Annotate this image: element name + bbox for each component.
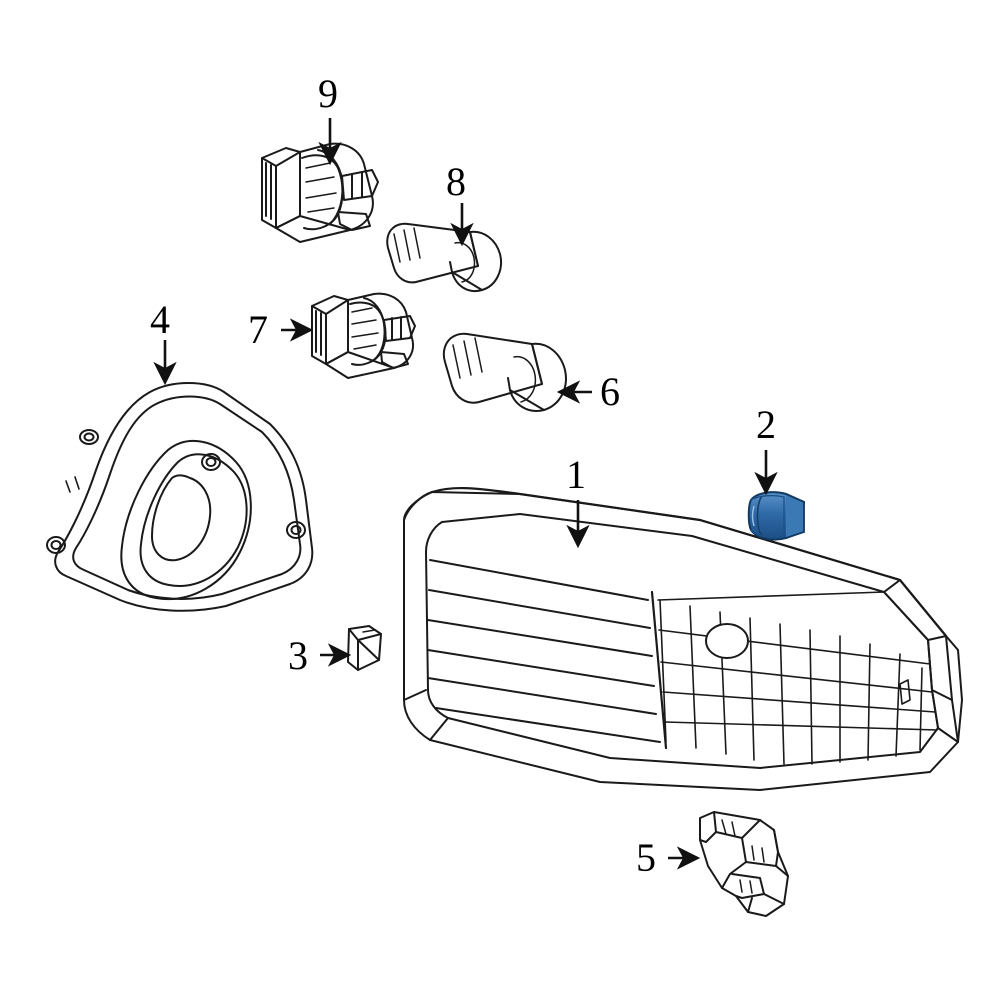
callout-label-6: 6 <box>600 369 620 414</box>
part-socket-connector-double <box>311 292 416 379</box>
part-socket-connector-large <box>261 142 379 243</box>
part-bulb-small <box>386 222 502 292</box>
part-tail-lamp-lens-assembly <box>403 486 963 791</box>
callout-label-9: 9 <box>318 71 338 116</box>
callout-label-8: 8 <box>446 159 466 204</box>
callout-label-2: 2 <box>756 402 776 447</box>
part-bracket-lower <box>699 811 789 917</box>
callout-label-3: 3 <box>288 633 308 678</box>
callout-arrows <box>153 118 778 870</box>
callout-label-7: 7 <box>248 307 268 352</box>
part-lamp-gasket-seal <box>46 382 314 612</box>
callout-label-5: 5 <box>636 835 656 880</box>
part-bulb-large <box>442 332 567 412</box>
part-screw-highlighted <box>747 491 806 541</box>
part-clip-retainer <box>347 625 382 671</box>
callout-label-4: 4 <box>150 297 170 342</box>
callout-label-1: 1 <box>566 452 586 497</box>
